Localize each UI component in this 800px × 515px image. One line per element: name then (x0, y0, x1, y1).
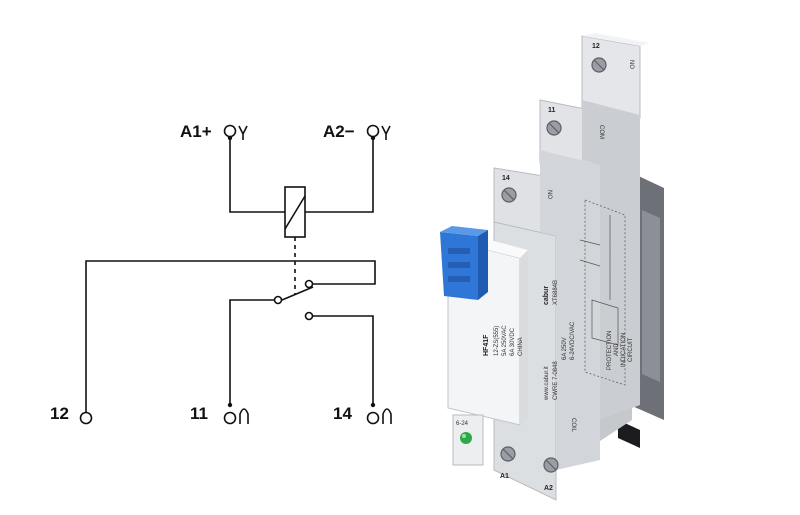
wire-a1 (229, 138, 285, 213)
contact-14 (304, 311, 314, 321)
socket-label-a2: A2 (544, 485, 553, 492)
circuit-text-4: CIRCUIT (628, 337, 634, 362)
socket-label-coil: COIL (570, 418, 576, 433)
wire-12 (85, 260, 376, 412)
blue-clip (440, 226, 488, 300)
contact-11 (273, 295, 283, 305)
wire-a2 (305, 138, 374, 213)
screw-14 (501, 187, 517, 203)
relay-schematic (85, 138, 376, 412)
terminal-14-label: 14 (333, 404, 352, 423)
contact-arm (281, 286, 314, 301)
module-line-1: 12-ZS(555) (494, 326, 500, 356)
terminal-12-symbol (79, 411, 93, 425)
model-code: XT6884B (553, 280, 559, 305)
terminal-a2-label: A2− (323, 122, 355, 141)
terminal-a2-symbol (366, 124, 391, 140)
rating-2: 6-24VDC/VAC (570, 321, 576, 360)
circuit-text-1: PROTECTION (607, 331, 613, 370)
screw-12 (591, 57, 607, 73)
junction-14 (370, 402, 376, 408)
circuit-print (579, 199, 626, 386)
contact-points (273, 279, 314, 321)
terminal-12-label: 12 (50, 404, 69, 423)
module-line-4: CHINA (518, 337, 524, 356)
socket-label-no: NO (546, 190, 552, 199)
coil-diagonal (284, 195, 306, 230)
led-green (460, 432, 472, 444)
terminal-14-symbol (366, 408, 392, 425)
socket-label-a1: A1 (500, 473, 509, 480)
socket-label-com: COM (598, 125, 604, 139)
led-indicator: 6-24 (452, 414, 484, 466)
terminal-a1-symbol (223, 124, 248, 140)
terminal-11-label: 11 (190, 404, 208, 423)
socket-label-14: 14 (502, 175, 510, 182)
relay-product-illustration: HF41F 12-ZS(555) 5A 250VAC 6A 30VDC CHIN… (440, 33, 664, 501)
terminal-11-symbol (223, 408, 249, 425)
socket-print: cabur XT6884B www.cabur.it CWRE 7-0848 6… (543, 280, 576, 401)
rating-1: 6A 250V (562, 337, 568, 360)
socket-label-no-top: NO (628, 60, 634, 69)
circuit-text-3: INDICATION (621, 333, 627, 367)
module-line-3: 6A 30VDC (510, 327, 516, 356)
screw-a2 (543, 457, 559, 473)
contact-12 (304, 279, 314, 289)
screw-a1 (500, 446, 516, 462)
brand-name: cabur (543, 286, 550, 305)
module-line-2: 5A 250VAC (502, 325, 508, 356)
website: www.cabur.it (544, 366, 550, 401)
voltage-label: 6-24 (456, 421, 469, 427)
module-model: HF41F (483, 334, 490, 356)
certification: CWRE 7-0848 (553, 361, 559, 400)
wire-11 (229, 299, 278, 405)
terminal-screws (500, 57, 607, 473)
circuit-text-2: AND (614, 343, 620, 356)
socket-label-12: 12 (592, 43, 600, 50)
socket-label-11: 11 (548, 107, 556, 114)
terminal-a1-label: A1+ (180, 122, 212, 141)
screw-11 (546, 120, 562, 136)
wire-14 (309, 315, 374, 405)
junction-11 (227, 402, 233, 408)
junction-dots (227, 135, 376, 408)
